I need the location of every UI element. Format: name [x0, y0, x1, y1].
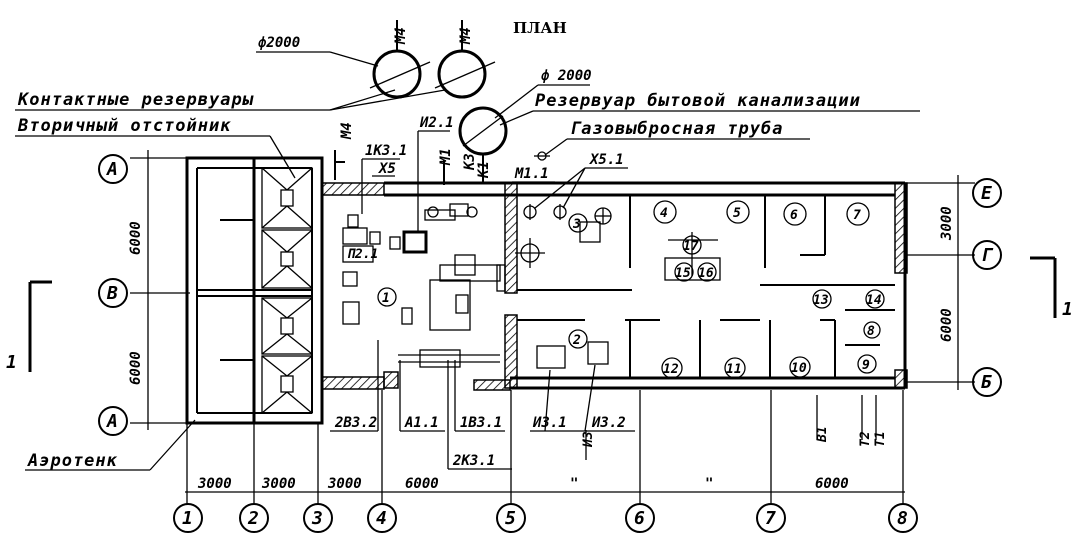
tag-a1-1: А1.1	[404, 415, 439, 431]
room-6: 6	[790, 208, 798, 223]
label-gas-exhaust-pipe: Газовыбросная труба	[570, 119, 783, 139]
dim-left-bottom: 6000	[128, 351, 144, 385]
axis-col-1: 1	[182, 508, 193, 529]
label-aerotank: Аэротенк	[27, 451, 118, 471]
axis-g: Г	[981, 245, 994, 266]
room-markers: 1 2 3 4 5 6 7 8 9 10 11 12 13 14 15 16 1…	[377, 200, 885, 379]
room-12: 12	[663, 362, 679, 377]
building-walls	[321, 181, 908, 391]
tag-2k3-1: 2К3.1	[452, 453, 495, 469]
room-14: 14	[866, 293, 882, 308]
tag-m4-a: М4	[393, 27, 409, 45]
dim-bottom-6-7: "	[705, 476, 713, 492]
axis-col-3: 3	[311, 508, 323, 529]
svg-text:1: 1	[6, 352, 17, 373]
dim-bottom-5-6: "	[570, 476, 578, 492]
tag-i3: И3	[581, 431, 596, 448]
room-7: 7	[853, 208, 861, 223]
tag-1v3-1: 1В3.1	[460, 415, 502, 431]
room-1: 1	[382, 291, 390, 306]
axis-b: Б	[981, 372, 992, 393]
room-9: 9	[862, 358, 870, 373]
axis-v: В	[106, 283, 118, 304]
tag-m4-b: М4	[458, 27, 474, 45]
label-contact-tanks: Контактные резервуары	[17, 90, 254, 110]
room-2: 2	[572, 333, 581, 348]
axis-a-bottom: А	[106, 411, 118, 432]
left-axis-markers: А В А 6000 6000	[98, 150, 190, 436]
sewage-tank-circle	[458, 106, 508, 182]
room-16: 16	[698, 266, 714, 281]
tag-i2-1: И2.1	[419, 115, 454, 131]
tag-b1: В1	[815, 426, 830, 443]
svg-text:1: 1	[1062, 299, 1073, 320]
room-10: 10	[791, 361, 807, 376]
tag-1k3-1: 1К3.1	[365, 143, 407, 159]
diameter-label-sewage: ф 2000	[541, 68, 592, 84]
tag-t1: Т1	[873, 431, 888, 447]
dim-bottom-2-3: 3000	[261, 476, 296, 492]
dim-right-bottom: 6000	[939, 308, 955, 342]
dim-bottom-3-4: 3000	[327, 476, 362, 492]
room-13: 13	[813, 293, 829, 308]
axis-e: Е	[981, 183, 992, 204]
room-17: 17	[683, 239, 699, 254]
dim-right-top: 3000	[939, 206, 955, 241]
tag-2v3-2: 2В3.2	[334, 415, 377, 431]
tag-k3: К3	[462, 153, 478, 171]
tag-i3-2: И3.2	[591, 415, 626, 431]
label-secondary-settler: Вторичный отстойник	[17, 116, 231, 136]
bottom-axis-markers: 3000 3000 3000 6000 " " 6000 1 2 3 4 5 6…	[173, 390, 918, 533]
room-4: 4	[660, 206, 668, 221]
equipment	[342, 203, 721, 369]
tanks-block	[185, 156, 324, 425]
tag-m1: М1	[438, 148, 454, 166]
tag-k1: К1	[476, 161, 492, 179]
tag-x5: Х5	[378, 161, 396, 177]
axis-col-8: 8	[897, 508, 908, 529]
axis-col-7: 7	[765, 508, 776, 529]
room-11: 11	[726, 362, 742, 377]
plan-title: ПЛАН	[513, 19, 567, 37]
tag-i3-1: И3.1	[532, 415, 567, 431]
pipe-tags: М4 1К3.1 Х5 И2.1 М1 К3 К1 М1.1 Х5.1 П2.1…	[330, 115, 888, 470]
axis-col-2: 2	[247, 508, 259, 529]
dim-bottom-7-8: 6000	[815, 476, 849, 492]
room-5: 5	[733, 206, 741, 221]
section-mark-right: 1	[1030, 256, 1073, 320]
axis-a-top: А	[106, 159, 118, 180]
tag-x5-1: Х5.1	[589, 152, 624, 168]
tag-t2: Т2	[858, 431, 873, 447]
tag-p2-1: П2.1	[347, 247, 378, 262]
dim-bottom-1-2: 3000	[197, 476, 232, 492]
section-mark-left: 1	[6, 280, 52, 373]
room-15: 15	[675, 266, 691, 281]
axis-col-4: 4	[376, 508, 387, 529]
tag-m4-left: М4	[339, 122, 355, 140]
room-8: 8	[867, 324, 875, 339]
contact-tanks-circles	[369, 20, 496, 99]
dim-left-top: 6000	[128, 221, 144, 255]
tag-m1-1: М1.1	[514, 166, 549, 182]
right-axis-markers: Е Г Б 3000 6000	[905, 175, 1002, 397]
room-3: 3	[572, 217, 581, 232]
axis-col-5: 5	[505, 508, 516, 529]
axis-col-6: 6	[634, 508, 645, 529]
label-sewage-tank: Резервуар бытовой канализации	[535, 91, 861, 111]
diameter-label-tanks: ф2000	[258, 35, 300, 51]
dim-bottom-4-5: 6000	[405, 476, 439, 492]
